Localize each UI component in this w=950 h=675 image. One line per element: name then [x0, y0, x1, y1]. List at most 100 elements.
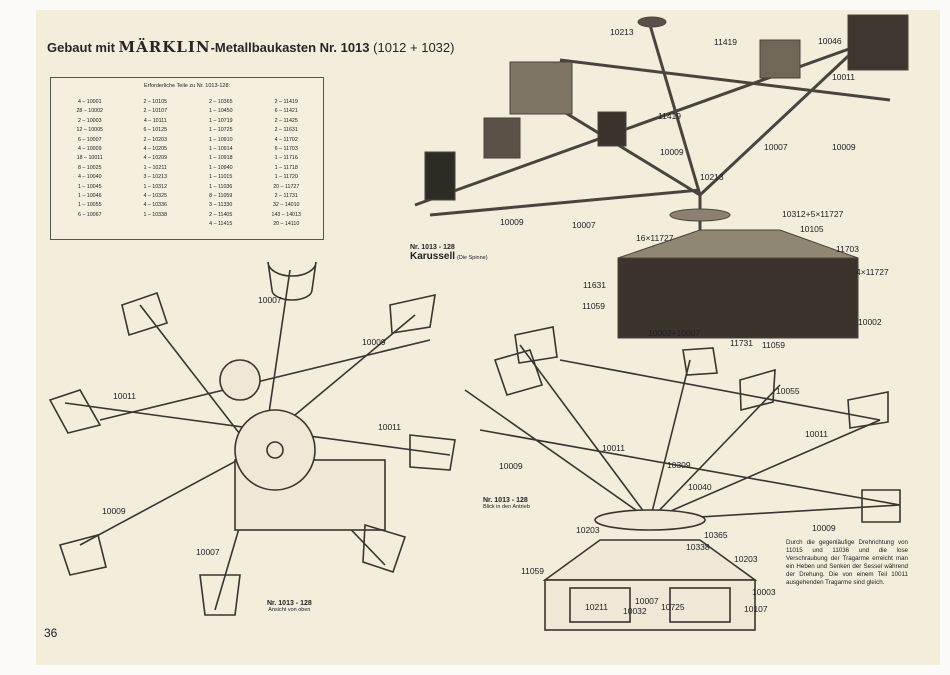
drive-view-caption-sub: Blick in den Antrieb — [483, 504, 530, 510]
photo-arm — [698, 43, 862, 197]
parts-entry: 1 – 11015 — [209, 174, 233, 181]
part-label: 10011 — [832, 72, 856, 82]
drive-panel — [669, 587, 731, 623]
part-label: 10309 — [667, 460, 691, 470]
parts-entry: 3 – 10213 — [143, 174, 168, 181]
parts-entry: 1 – 11718 — [274, 164, 298, 171]
top-wheel — [219, 359, 261, 401]
parts-entry: 2 – 11731 — [274, 193, 298, 200]
photo-base-top — [617, 229, 859, 259]
part-label: 10002+10007 — [648, 328, 701, 338]
photo-gear — [669, 208, 731, 222]
parts-entry: 4 – 10001 — [77, 99, 102, 105]
photo-caption-sub: (Die Spinne) — [456, 255, 488, 261]
top-seat — [121, 291, 169, 337]
top-view-caption: Nr. 1013 - 128 Ansicht von oben — [267, 600, 312, 613]
part-label: 10105 — [800, 224, 824, 234]
part-label: 10007 — [258, 295, 282, 305]
top-seat — [362, 523, 407, 574]
photo-caption-model: Nr. 1013 - 128 — [410, 244, 455, 251]
parts-entry: 2 – 10105 — [143, 99, 168, 105]
parts-entry: 2 – 11405 — [209, 211, 233, 218]
title-suffix: -Metallbaukasten Nr. 1013 — [210, 40, 370, 55]
parts-entry: 4 – 10205 — [143, 146, 168, 153]
part-label: 10011 — [805, 429, 829, 439]
parts-entry: 8 – 11059 — [209, 193, 233, 200]
drive-panel — [569, 587, 631, 623]
drive-gear — [594, 509, 706, 531]
top-seat — [58, 534, 107, 576]
parts-entry: 2 – 11425 — [274, 117, 298, 124]
part-label: 11731 — [730, 338, 754, 348]
parts-entry: 18 – 10011 — [76, 155, 103, 162]
part-label: 10107 — [744, 604, 768, 614]
part-label: 10009 — [102, 506, 126, 516]
part-label: 11631 — [583, 280, 607, 290]
drive-arm — [464, 389, 651, 521]
part-label: 10338 — [686, 542, 710, 552]
parts-entry: 1 – 10338 — [143, 211, 168, 218]
page-title: Gebaut mit MÄRKLIN-Metallbaukasten Nr. 1… — [47, 38, 454, 56]
parts-entry: 4 – 11702 — [274, 136, 298, 143]
part-label: 10725 — [661, 602, 685, 612]
parts-entry: 2 – 10203 — [143, 136, 168, 143]
photo-caption: Nr. 1013 - 128 Karussell (Die Spinne) — [410, 244, 488, 262]
part-label: 10365 — [704, 530, 728, 540]
parts-entry: 1 – 10045 — [77, 183, 102, 190]
top-arm — [99, 339, 431, 421]
drive-seat — [861, 489, 901, 523]
assembly-note: Durch die gegenläufige Drehrichtung von … — [786, 539, 908, 586]
parts-table: Erforderliche Teile zu Nr. 1013-128: 4 –… — [50, 77, 324, 240]
part-label: 10203 — [734, 554, 758, 564]
part-label: 11059 — [762, 340, 786, 350]
photo-seat — [597, 111, 627, 147]
part-label: 10213 — [610, 27, 634, 37]
top-view-caption-model: Nr. 1013 - 128 — [267, 600, 312, 607]
drive-arm — [519, 344, 651, 521]
drive-arm — [479, 429, 901, 506]
part-label: 10002 — [858, 317, 882, 327]
part-label: 11703 — [836, 244, 860, 254]
part-label: 10312+5×11727 — [782, 209, 844, 219]
part-label: 4×11727 — [856, 267, 889, 277]
parts-entry: 4 – 10040 — [77, 174, 102, 181]
drive-seat — [514, 326, 558, 364]
drive-arm — [649, 419, 881, 521]
parts-entry: 1 – 10055 — [77, 202, 102, 209]
parts-entry: 143 – 14013 — [271, 211, 301, 218]
part-label: 11059 — [521, 566, 545, 576]
parts-entry: 12 – 10005 — [76, 127, 103, 134]
title-prefix: Gebaut mit — [47, 40, 115, 55]
part-label: 10009 — [362, 337, 386, 347]
parts-entry: 1 – 10719 — [208, 117, 233, 124]
drive-view-caption: Nr. 1013 - 128 Blick in den Antrieb — [483, 497, 530, 510]
parts-entry: 32 – 14010 — [272, 202, 300, 209]
parts-entry: 2 – 10107 — [143, 108, 168, 115]
photo-seat — [509, 61, 573, 115]
parts-entry: 2 – 10003 — [77, 117, 102, 124]
photo-seat — [483, 117, 521, 159]
page-number: 36 — [44, 626, 58, 640]
parts-entry: 1 – 11036 — [209, 183, 233, 190]
part-label: 10213 — [700, 172, 724, 182]
photo-top-wheel — [637, 16, 667, 28]
parts-entry: 1 – 10725 — [208, 127, 233, 134]
photo-seat — [759, 39, 801, 79]
part-label: 11419 — [658, 111, 682, 121]
top-view-caption-sub: Ansicht von oben — [268, 607, 311, 613]
drive-seat — [739, 368, 776, 412]
top-seat — [48, 389, 102, 434]
parts-table-heading: Erforderliche Teile zu Nr. 1013-128: — [143, 83, 231, 89]
part-label: 10009 — [660, 147, 684, 157]
parts-entry: 2 – 11419 — [274, 99, 298, 105]
parts-entry: 4 – 10009 — [77, 146, 102, 153]
photo-caption-name: Karussell — [410, 251, 456, 262]
part-label: 10032 — [623, 606, 647, 616]
part-label: 10009 — [832, 142, 856, 152]
parts-entry: 1 – 10450 — [208, 108, 233, 115]
parts-entry: 2 – 10365 — [208, 99, 233, 105]
drive-arm — [559, 359, 881, 421]
parts-entry: 1 – 10914 — [208, 146, 233, 153]
